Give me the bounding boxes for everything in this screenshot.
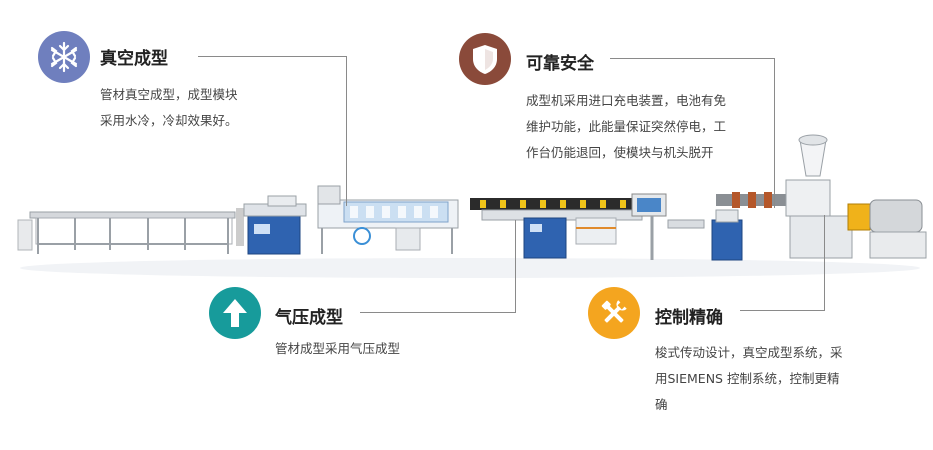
haul-off-unit — [243, 195, 307, 255]
production-line-image — [17, 134, 927, 278]
air-desc-line: 管材成型采用气压成型 — [275, 341, 401, 356]
air-connector-rise — [515, 220, 516, 313]
vacuum-connector-line — [198, 56, 346, 57]
control-desc-line: 确 — [655, 397, 668, 412]
extruder — [711, 134, 927, 261]
vacuum-title: 真空成型 — [100, 49, 168, 69]
air-title: 气压成型 — [275, 308, 343, 328]
control-connector-line — [740, 310, 824, 311]
safety-desc-line: 作台仍能退回，使模块与机头脱开 — [526, 145, 714, 160]
control-connector-rise — [824, 215, 825, 311]
safety-title: 可靠安全 — [526, 54, 594, 74]
safety-connector-line — [610, 58, 774, 59]
cooling-rack — [17, 208, 244, 254]
safety-description: 成型机采用进口充电装置，电池有免 维护功能，此能量保证突然停电，工 作台仍能退回… — [526, 88, 726, 166]
vacuum-description: 管材真空成型，成型模块 采用水冷，冷却效果好。 — [100, 82, 238, 134]
vacuum-connector-drop — [346, 56, 347, 206]
up-arrow-icon — [209, 287, 261, 339]
control-desc-line: 梭式传动设计，真空成型系统，采 — [655, 345, 843, 360]
control-desc-line: 用SIEMENS 控制系统，控制更精 — [655, 371, 840, 386]
shield-icon — [459, 33, 511, 85]
vacuum-tank — [317, 185, 459, 254]
vacuum-desc-line: 采用水冷，冷却效果好。 — [100, 113, 238, 128]
control-title: 控制精确 — [655, 308, 723, 328]
forming-machine — [470, 193, 705, 260]
safety-desc-line: 维护功能，此能量保证突然停电，工 — [526, 119, 727, 134]
air-connector-line — [360, 312, 515, 313]
safety-desc-line: 成型机采用进口充电装置，电池有免 — [526, 93, 727, 108]
tools-icon — [588, 287, 640, 339]
air-description: 管材成型采用气压成型 — [275, 336, 400, 362]
vacuum-desc-line: 管材真空成型，成型模块 — [100, 87, 238, 102]
safety-connector-drop — [774, 58, 775, 208]
snowflake-icon — [38, 31, 90, 83]
control-description: 梭式传动设计，真空成型系统，采 用SIEMENS 控制系统，控制更精 确 — [655, 340, 843, 418]
